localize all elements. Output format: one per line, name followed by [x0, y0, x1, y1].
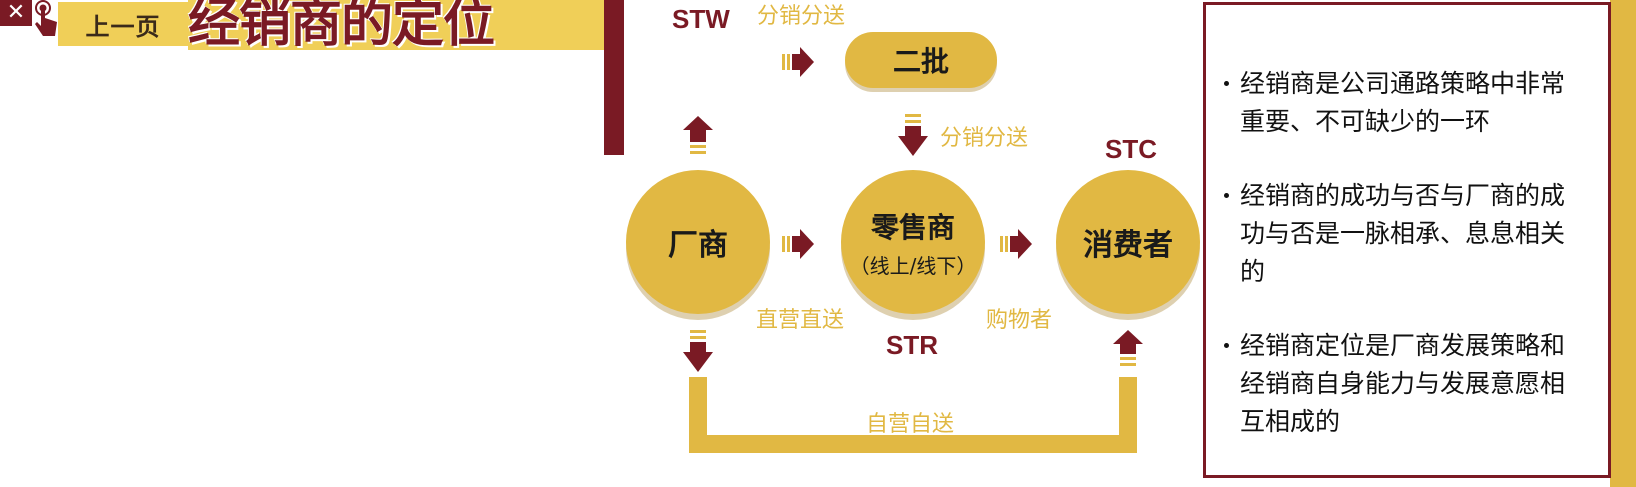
arrow-down-manufacturer — [683, 330, 713, 372]
flow-shopper: 购物者 — [986, 308, 1053, 333]
panel-bullet: 经销商的成功与否与厂商的成功与否是一脉相承、息息相关的 — [1224, 177, 1586, 291]
panel-bullet: 经销商定位是厂商发展策略和经销商自身能力与发展意愿相互相成的 — [1224, 327, 1586, 441]
node-retailer: 零售商 （线上/线下） — [841, 170, 985, 314]
stw-label: STW — [672, 4, 730, 34]
node-manufacturer: 厂商 — [626, 170, 770, 314]
flow-distribute-top: 分销分送 — [757, 4, 846, 29]
arrow-manufacturer-to-retailer — [782, 229, 814, 259]
node-consumer-label: 消费者 — [1083, 228, 1173, 263]
close-icon: ✕ — [6, 0, 26, 25]
arrow-up-manufacturer — [683, 116, 713, 154]
str-label: STR — [886, 330, 938, 360]
bullet-dot-icon — [1224, 81, 1229, 86]
prev-page-button[interactable]: 上一页 — [58, 2, 188, 46]
positioning-panel: 经销商是公司通路策略中非常重要、不可缺少的一环 经销商的成功与否与厂商的成功与否… — [1203, 2, 1611, 478]
panel-accent — [1610, 0, 1636, 487]
pointer-hand-icon — [35, 0, 57, 36]
node-retailer-label: 零售商 — [870, 210, 955, 244]
panel-bullet: 经销商是公司通路策略中非常重要、不可缺少的一环 — [1224, 65, 1586, 141]
arrow-down-to-retailer — [898, 114, 928, 156]
arrow-to-wholesaler — [782, 47, 814, 77]
node-manufacturer-label: 厂商 — [668, 228, 728, 263]
arrow-retailer-to-consumer — [1000, 229, 1032, 259]
self-delivery-connector — [689, 377, 1137, 453]
node-consumer: 消费者 — [1056, 170, 1200, 314]
flow-self: 自营自送 — [866, 412, 955, 437]
panel-bullet-text: 经销商定位是厂商发展策略和经销商自身能力与发展意愿相互相成的 — [1240, 331, 1566, 436]
panel-bullet-text: 经销商的成功与否与厂商的成功与否是一脉相承、息息相关的 — [1240, 181, 1566, 286]
node-retailer-sublabel: （线上/线下） — [849, 253, 977, 278]
bullet-dot-icon — [1224, 193, 1229, 198]
node-wholesaler: 二批 — [845, 32, 997, 88]
flow-direct: 直营直送 — [756, 308, 845, 333]
title-banner — [188, 0, 606, 50]
stc-label: STC — [1105, 134, 1157, 164]
panel-bullet-text: 经销商是公司通路策略中非常重要、不可缺少的一环 — [1240, 69, 1566, 136]
flow-distribute-mid: 分销分送 — [940, 126, 1029, 151]
bullet-dot-icon — [1224, 343, 1229, 348]
close-button[interactable]: ✕ — [0, 0, 32, 26]
divider-bar — [604, 0, 624, 155]
page-title: 经销商的定位 — [188, 0, 495, 54]
arrow-up-consumer — [1113, 330, 1143, 366]
